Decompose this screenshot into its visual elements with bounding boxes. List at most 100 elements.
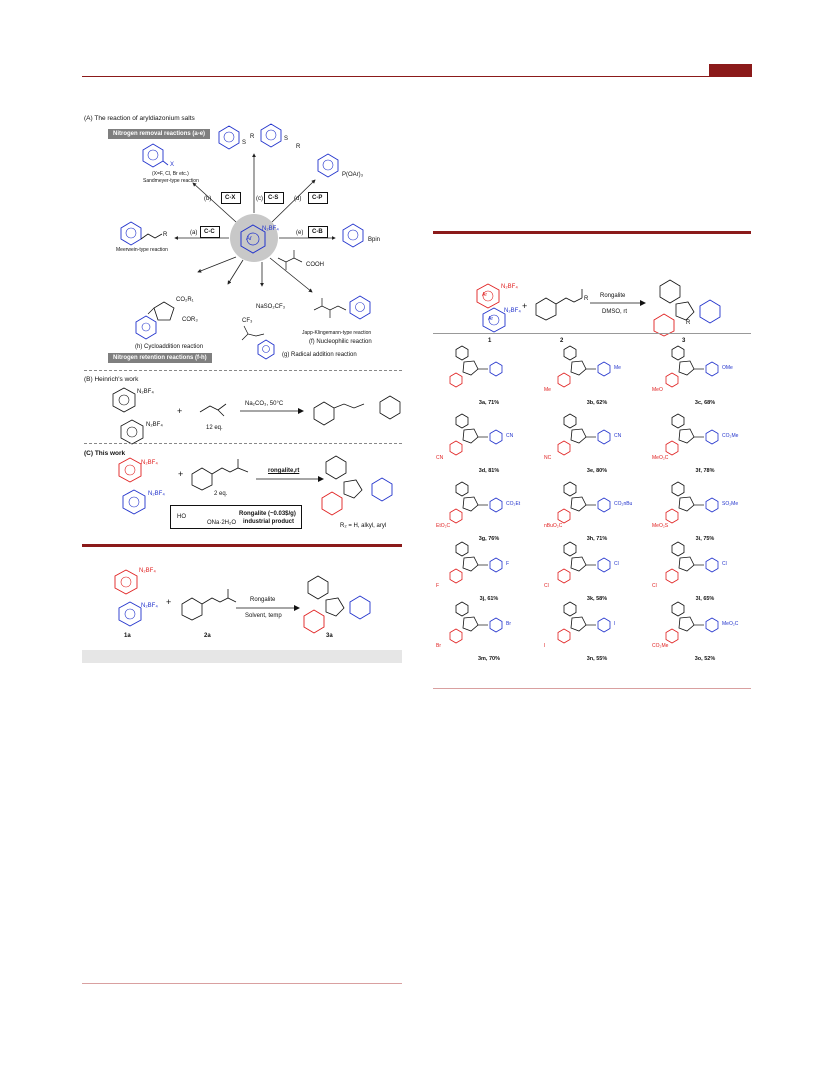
s2-label-2a: 2a	[204, 633, 211, 639]
bond-cb-box: C-B	[308, 226, 328, 238]
product-label: 3n, 55%	[586, 656, 608, 662]
s3-arrow	[590, 300, 646, 306]
bond-a-tag: (a)	[190, 230, 198, 236]
substituent-left: F	[436, 583, 440, 589]
substituent-left: MeO₂C	[652, 455, 669, 461]
radial-arrows	[174, 153, 336, 293]
substituent-right: CO₂nBu	[614, 501, 633, 507]
substituent-left: CN	[436, 455, 444, 461]
substituent-right: OMe	[722, 365, 733, 371]
s3-salt-red-label: N₂BF₄	[501, 284, 518, 290]
cf3-label: CF₃	[242, 318, 253, 324]
substituent-left: Cl	[544, 583, 549, 589]
product-label: 3j, 61%	[479, 596, 499, 602]
s3-enone	[535, 289, 583, 321]
bond-cs-label: C-S	[268, 195, 279, 201]
substituent-right: Cl	[614, 561, 619, 567]
rongalite-note: Rongalite (~0.03$/g)	[239, 511, 296, 517]
substituent-left: Br	[436, 643, 441, 649]
s2-conditions-bottom: Solvent, temp	[245, 613, 282, 619]
product-label: 3m, 70%	[477, 656, 500, 662]
acid-cooh: COOH	[306, 262, 324, 268]
product-compound: CO₂Me MeO₂C 3o, 52%	[650, 600, 760, 662]
acid-skeleton	[277, 250, 303, 270]
s2-label-3a: 3a	[326, 633, 333, 639]
s2-salt-blue	[118, 601, 142, 627]
product-compound: Cl Cl 3l, 65%	[650, 540, 760, 602]
phosphite-label: P(OAr)₃	[342, 172, 364, 178]
s3-label-3: 3	[682, 338, 686, 344]
product-compound: MeO₂C CO₂Me 3f, 78%	[650, 412, 760, 474]
bond-cp-label: C-P	[312, 195, 323, 201]
heinrich-salt-2	[120, 419, 144, 445]
s3-salt-red	[476, 283, 500, 309]
s3-ar-red: Ar	[482, 292, 487, 298]
product-compound: MeO OMe 3c, 68%	[650, 344, 760, 406]
product-label: 3i, 75%	[695, 536, 715, 542]
substituent-right: CN	[506, 433, 514, 439]
rongalite-formula-right: ONa·2H₂O	[207, 520, 237, 526]
s2-product	[303, 575, 371, 634]
central-ar-label: Ar	[246, 236, 252, 242]
nucleophilic-name: (f) Nucleophilic reaction	[309, 339, 372, 345]
product-structure	[665, 413, 719, 456]
heinrich-salt-1	[112, 387, 136, 413]
radical-product	[241, 325, 275, 360]
japp-product	[313, 295, 371, 320]
divider-bc	[84, 443, 402, 444]
scheme-c-title: (C) This work	[84, 450, 126, 457]
this-work-product	[321, 455, 393, 516]
bond-cx-label: C-X	[225, 195, 236, 201]
sulfonyl-s: S	[284, 136, 289, 142]
substituent-left: Cl	[652, 583, 657, 589]
cyclo-co2r1: CO₂R₁	[176, 297, 194, 303]
scheme3-rule	[433, 231, 751, 234]
substituent-left: nBuO₂C	[544, 523, 563, 529]
substituent-right: F	[506, 561, 510, 567]
product-structure	[449, 413, 503, 456]
s2-enone	[181, 589, 237, 621]
product-compound: CN CN 3d, 81%	[434, 412, 544, 474]
substituent-right: SO₂Me	[722, 501, 739, 507]
cyclo-name: (h) Cycloaddition reaction	[135, 344, 204, 350]
product-label: 3g, 76%	[478, 536, 500, 542]
cyclo-cor3: COR₃	[182, 317, 198, 323]
heinrich-alkene	[199, 403, 227, 417]
product-structure	[665, 345, 719, 388]
bpin-ring	[342, 223, 364, 248]
substituent-right: Me	[614, 365, 621, 371]
this-work-equiv: 2 eq.	[214, 491, 228, 497]
heinrich-product	[313, 395, 401, 426]
product-structure	[449, 345, 503, 388]
product-compound: MeO₂S SO₂Me 3i, 75%	[650, 480, 760, 542]
product-structure	[665, 601, 719, 644]
s2-salt-red	[114, 569, 138, 595]
substituent-left: NC	[544, 455, 552, 461]
heinrich-salt-2-label: N₂BF₄	[146, 422, 163, 428]
s3-conditions-top: Rongalite	[600, 293, 626, 299]
s3-label-1: 1	[488, 338, 492, 344]
product-label: 3l, 65%	[695, 596, 715, 602]
bond-cc-label: C-C	[204, 229, 215, 235]
sandmeyer-ring	[142, 143, 169, 168]
product-structure	[557, 541, 611, 584]
central-salt-label: N₂BF₄	[262, 226, 279, 232]
bond-b-tag: (b)	[204, 196, 212, 202]
s3-salt-blue	[482, 307, 506, 333]
this-work-salt-red	[118, 457, 142, 483]
this-work-salt-red-label: N₂BF₄	[141, 460, 158, 466]
substituent-left: I	[544, 643, 546, 649]
product-label: 3a, 71%	[478, 400, 500, 406]
rongalite-sub: industrial product	[243, 519, 294, 525]
product-compound: Cl Cl 3k, 58%	[542, 540, 652, 602]
nitrogen-retention-label: Nitrogen retention reactions (f-h)	[108, 353, 212, 363]
rongalite-formula-left: HO	[177, 514, 186, 520]
s3-ar-blue: Ar	[488, 316, 493, 322]
central-circle	[230, 214, 278, 262]
phosphite-ring	[317, 153, 339, 178]
sandmeyer-x: X	[170, 162, 175, 168]
product-structure	[665, 481, 719, 524]
heinrich-conditions: Na₂CO₃, 50°C	[245, 401, 284, 407]
page-tab	[709, 64, 752, 77]
s3-plus: +	[522, 301, 528, 311]
